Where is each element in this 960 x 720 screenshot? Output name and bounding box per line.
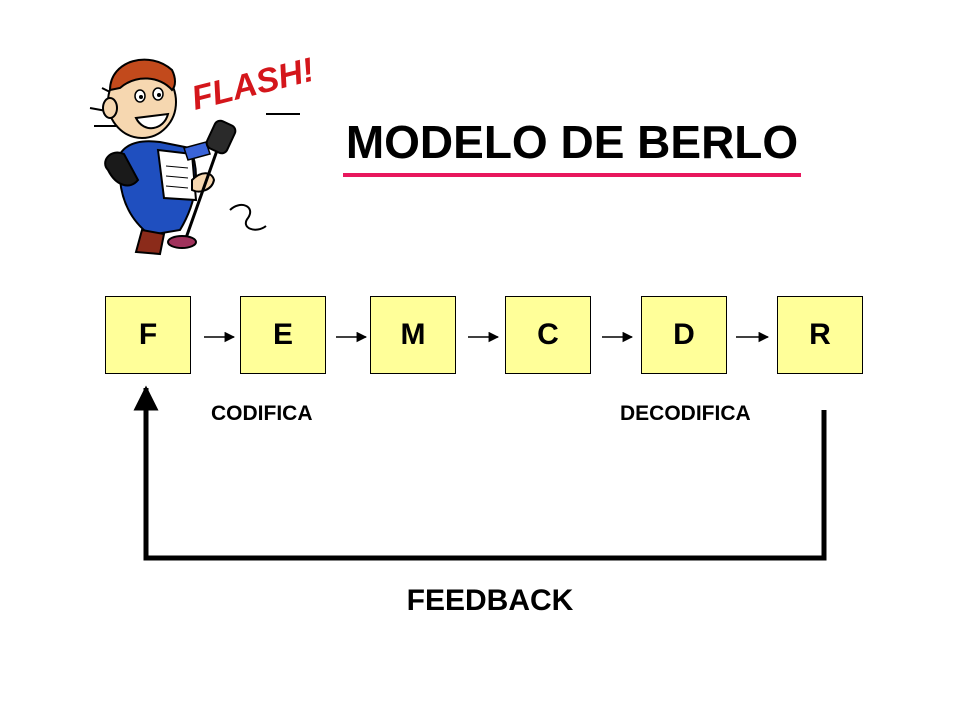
title-underline	[343, 173, 801, 177]
node-m-message: M	[370, 296, 456, 374]
encode-label: CODIFICA	[211, 402, 313, 425]
node-e-encoder: E	[240, 296, 326, 374]
page-title: MODELO DE BERLO	[345, 116, 799, 168]
decode-label: DECODIFICA	[620, 402, 751, 425]
feedback-loop-arrow	[133, 385, 827, 561]
node-d-decoder: D	[641, 296, 727, 374]
feedback-label: FEEDBACK	[406, 584, 574, 617]
node-r-receiver: R	[777, 296, 863, 374]
node-c-channel: C	[505, 296, 591, 374]
node-f-source: F	[105, 296, 191, 374]
announcer-with-microphone-icon: FLASH!	[89, 51, 318, 256]
